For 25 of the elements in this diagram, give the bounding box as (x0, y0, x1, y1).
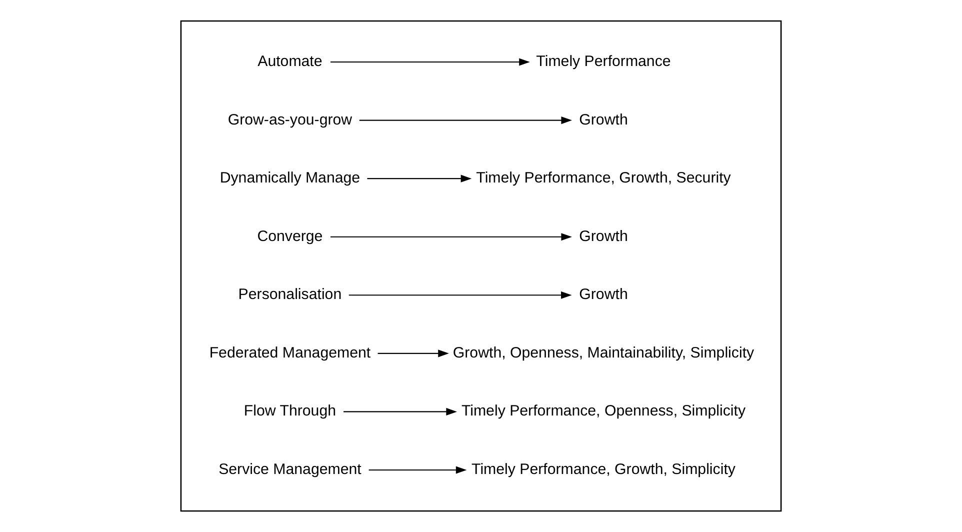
node-text: Timely Performance, Openness, Simplicity (461, 402, 746, 420)
arrow (330, 233, 572, 241)
arrow (367, 174, 472, 182)
cluster (180, 20, 782, 512)
node-text: Timely Performance (536, 53, 671, 70)
arrow (330, 58, 530, 66)
node-text: Growth (579, 286, 628, 304)
node-text: Flow Through (244, 402, 336, 420)
node-text: Grow-as-you-grow (228, 111, 352, 128)
node-text: Dynamically Manage (220, 170, 360, 187)
node-text: Timely Performance, Growth, Simplicity (472, 460, 736, 478)
node-text: Federated Management (209, 344, 371, 362)
node-text: Converge (257, 228, 323, 245)
node-text: Growth (579, 111, 628, 128)
node-text: Automate (258, 53, 322, 70)
arrow (368, 466, 467, 474)
node-text: Timely Performance, Growth, Security (476, 170, 731, 187)
arrow (348, 291, 572, 299)
arrow (378, 350, 449, 358)
node-text: Growth, Openness, Maintainability, Simplicity (452, 344, 754, 362)
node-text: Service Management (218, 460, 362, 478)
node-text: Growth (579, 228, 628, 245)
arrow (359, 116, 572, 124)
node-text: Personalisation (238, 286, 342, 304)
arrow (344, 408, 457, 416)
